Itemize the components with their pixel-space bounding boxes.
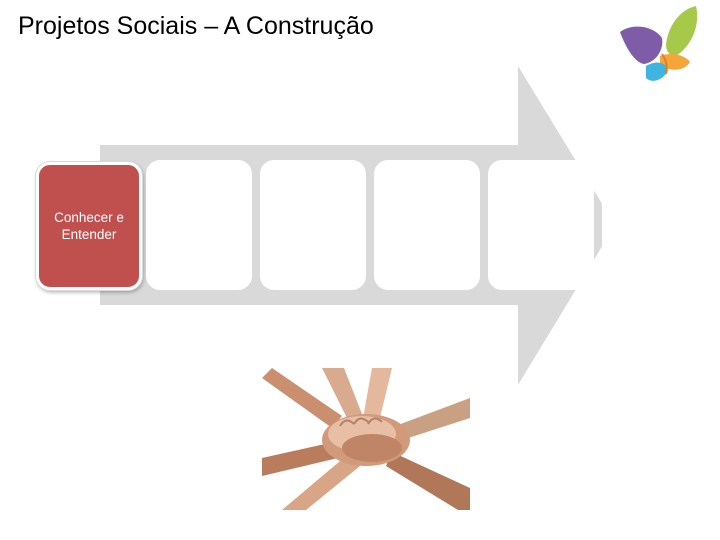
process-step-5[interactable] bbox=[488, 160, 594, 290]
butterfly-logo-icon bbox=[620, 6, 698, 81]
slide-title: Projetos Sociais – A Construção bbox=[18, 12, 374, 40]
process-step-2[interactable] bbox=[146, 160, 252, 290]
stacked-hands-photo bbox=[262, 368, 470, 510]
process-step-3[interactable] bbox=[260, 160, 366, 290]
process-step-4[interactable] bbox=[374, 160, 480, 290]
process-step-6[interactable] bbox=[602, 160, 616, 290]
process-step-1-label: Conhecer e Entender bbox=[54, 210, 124, 242]
process-step-1[interactable]: Conhecer e Entender bbox=[36, 162, 142, 290]
